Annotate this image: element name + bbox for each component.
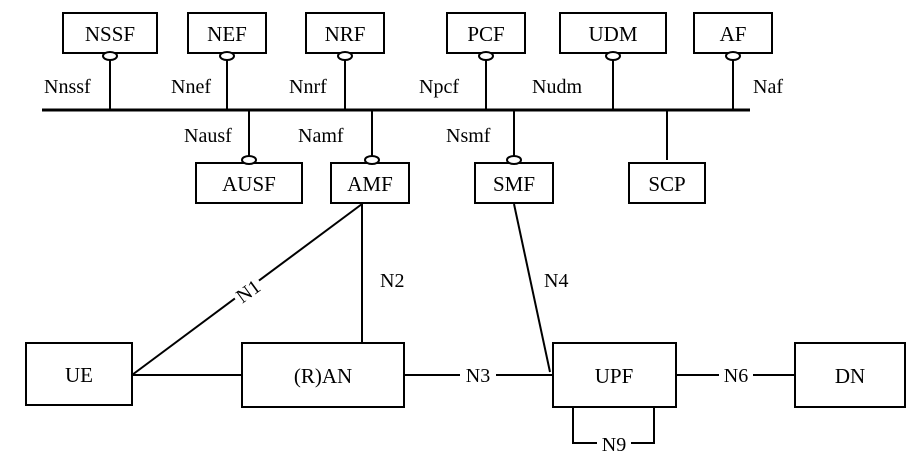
nssf-box[interactable] [62, 12, 158, 54]
n4-label: N4 [544, 270, 568, 292]
ue-label: UE [65, 363, 93, 387]
naf-port [725, 51, 741, 61]
nssf-label: NSSF [85, 22, 135, 46]
nnrf-label: Nnrf [289, 76, 327, 98]
af-label: AF [720, 22, 747, 46]
udm-label: UDM [588, 22, 637, 46]
n1-label-mask [229, 273, 267, 309]
upf-box[interactable] [552, 342, 677, 408]
smf-label: SMF [493, 172, 535, 196]
nnef-label: Nnef [171, 76, 211, 98]
nef-box[interactable] [187, 12, 267, 54]
scp-label: SCP [648, 172, 685, 196]
nef-label: NEF [207, 22, 247, 46]
ran-label: (R)AN [294, 364, 352, 388]
n6-label: N6 [724, 365, 748, 387]
smf-box[interactable] [474, 162, 554, 204]
nnssf-port [102, 51, 118, 61]
amf-label: AMF [347, 172, 393, 196]
pcf-label: PCF [467, 22, 504, 46]
nausf-label: Nausf [184, 125, 232, 147]
nnssf-label: Nnssf [44, 76, 91, 98]
n3-label: N3 [466, 365, 490, 387]
pcf-box[interactable] [446, 12, 526, 54]
nsmf-port [506, 155, 522, 165]
ausf-box[interactable] [195, 162, 303, 204]
nnef-port [219, 51, 235, 61]
nrf-label: NRF [325, 22, 366, 46]
naf-label: Naf [753, 76, 783, 98]
npcf-port [478, 51, 494, 61]
npcf-label: Npcf [419, 76, 459, 98]
udm-box[interactable] [559, 12, 667, 54]
n2-label: N2 [380, 270, 404, 292]
n6-label-mask [719, 362, 753, 386]
ausf-label: AUSF [222, 172, 276, 196]
scp-box[interactable] [628, 162, 706, 204]
nnrf-port [337, 51, 353, 61]
nudm-port [605, 51, 621, 61]
nudm-label: Nudm [532, 76, 582, 98]
dn-label: DN [835, 364, 865, 388]
nrf-box[interactable] [305, 12, 385, 54]
n9-label: N9 [602, 434, 626, 456]
namf-port [364, 155, 380, 165]
namf-label: Namf [298, 125, 344, 147]
n9-label-mask [597, 432, 631, 454]
ue-box[interactable] [25, 342, 133, 406]
n4-line [513, 203, 551, 373]
n3-label-mask [460, 362, 496, 386]
af-box[interactable] [693, 12, 773, 54]
nausf-port [241, 155, 257, 165]
nsmf-label: Nsmf [446, 125, 491, 147]
dn-box[interactable] [794, 342, 906, 408]
upf-label: UPF [595, 364, 634, 388]
ran-box[interactable] [241, 342, 405, 408]
